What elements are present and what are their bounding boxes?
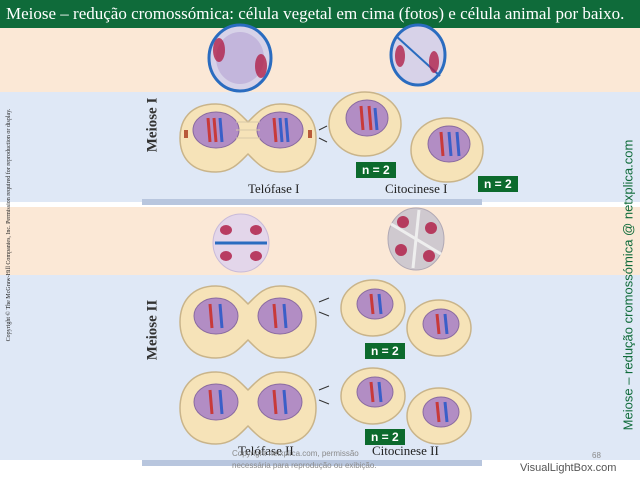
plant-photo-telophase-1 bbox=[207, 23, 273, 93]
animal-cell-telophase-2-lower bbox=[179, 371, 317, 445]
plant-photo-cytokinesis-2 bbox=[387, 207, 445, 271]
caption-cytokinesis-1: Citocinese I bbox=[385, 181, 448, 196]
meiosis-2-label: Meiose II bbox=[144, 299, 161, 361]
animal-cell-telophase-2-upper bbox=[179, 285, 317, 359]
caption-telophase-2: Telófase II bbox=[238, 443, 294, 458]
brand-vertical: Meiose – redução cromossómica @ netxplic… bbox=[620, 139, 636, 431]
slide-title: Meiose – redução cromossómica: célula ve… bbox=[0, 0, 640, 28]
plant-photo-telophase-2 bbox=[212, 213, 270, 273]
caption-cytokinesis-2: Citocinese II bbox=[372, 443, 439, 458]
animal-cells-cytokinesis-2-lower bbox=[318, 367, 472, 445]
plant-photo-band-1 bbox=[0, 28, 640, 92]
copyright-vertical: Copyright © The McGraw-Hill Companies, I… bbox=[6, 108, 12, 342]
animal-cell-telophase-1 bbox=[179, 103, 317, 173]
divider-rule-2 bbox=[142, 460, 482, 466]
ploidy-badge: n = 2 bbox=[356, 162, 396, 178]
footer-copyright-line-1: Copyright netxplica.com, permissão bbox=[232, 449, 359, 458]
meiosis-1-label: Meiose I bbox=[144, 97, 161, 153]
animal-cells-cytokinesis-2-upper bbox=[318, 279, 472, 357]
animal-cells-cytokinesis-1 bbox=[318, 91, 484, 183]
animal-band-1 bbox=[0, 92, 640, 202]
caption-telophase-1: Telófase I bbox=[248, 181, 300, 196]
ploidy-badge: n = 2 bbox=[478, 176, 518, 192]
plant-photo-band-2 bbox=[0, 207, 640, 275]
animal-band-2 bbox=[0, 275, 640, 460]
plant-photo-cytokinesis-1 bbox=[389, 23, 447, 87]
ploidy-badge: n = 2 bbox=[365, 429, 405, 445]
divider-rule-1 bbox=[142, 199, 482, 205]
footer-copyright-line-2: necessária para reprodução ou exibição. bbox=[232, 461, 377, 470]
watermark: VisualLightBox.com bbox=[520, 462, 617, 474]
ploidy-badge: n = 2 bbox=[365, 343, 405, 359]
page-number: 68 bbox=[592, 451, 601, 460]
